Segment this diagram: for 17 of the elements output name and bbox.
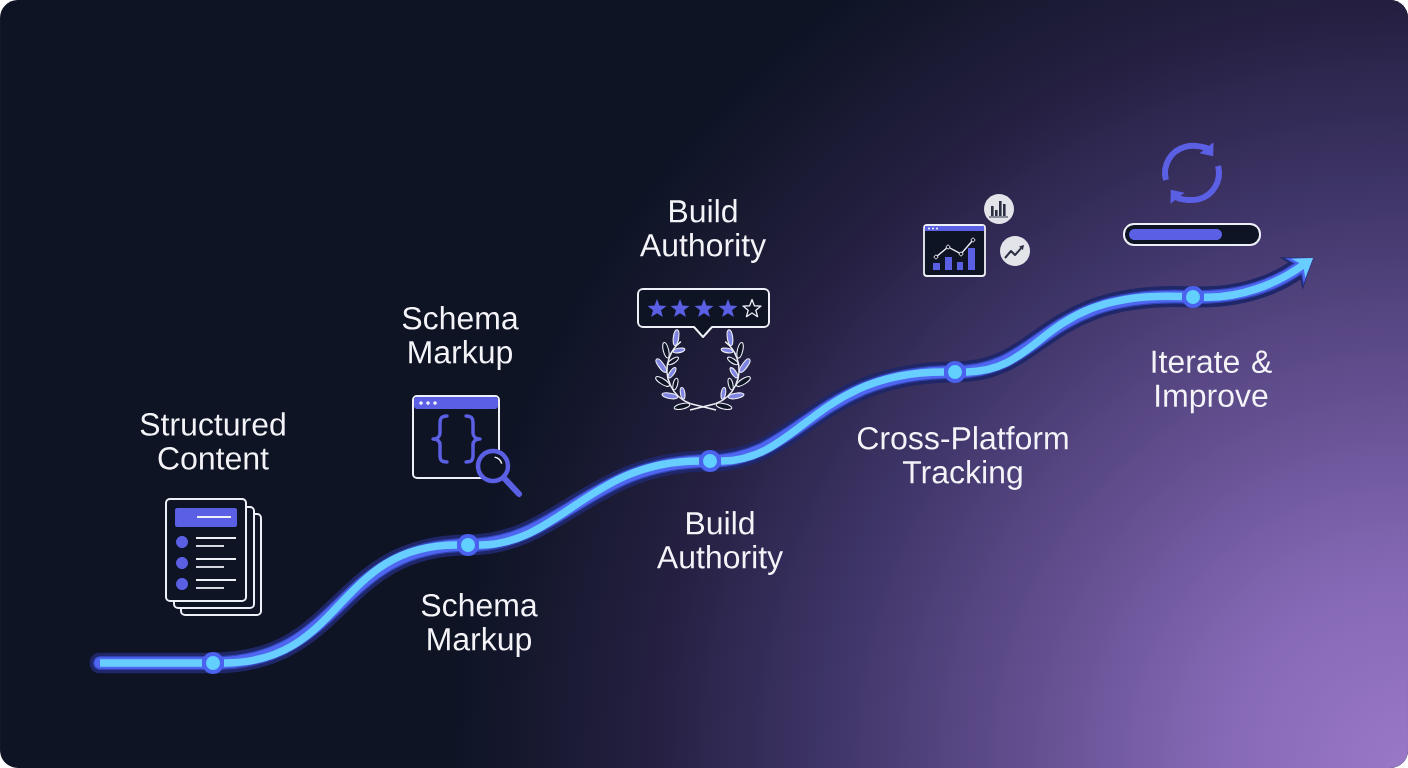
step-label: Build Authority xyxy=(639,199,767,263)
step-label: Schema Markup xyxy=(421,593,538,657)
path-line xyxy=(223,541,458,667)
step-label: Iterate & Improve xyxy=(1152,350,1272,414)
step-label: Structured Content xyxy=(140,412,285,470)
milestone-dot xyxy=(457,534,479,556)
step-label: Cross-Platform Tracking xyxy=(857,426,1068,490)
milestone-dot xyxy=(944,361,966,383)
milestone-dot xyxy=(202,652,224,674)
step-label: Build Authority xyxy=(656,511,784,575)
path-line xyxy=(720,368,945,465)
milestone-dot xyxy=(699,450,721,472)
step-label: Schema Markup xyxy=(402,306,519,370)
path-line xyxy=(965,292,1183,376)
arrow xyxy=(1203,258,1313,301)
milestone-dot xyxy=(1182,286,1204,308)
path-line xyxy=(478,457,700,549)
